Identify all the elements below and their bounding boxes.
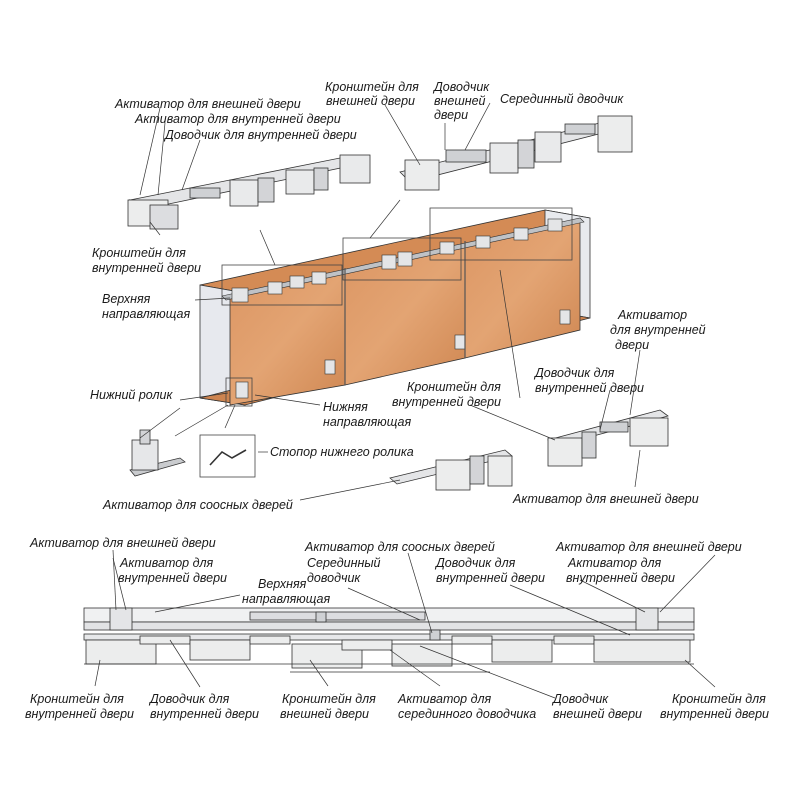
plan-label-bracket-inner-left-2: внутренней двери xyxy=(25,707,134,721)
label-middle-closer: Серединный дводчик xyxy=(500,92,624,106)
roller-stopper-detail xyxy=(199,434,256,478)
plan-label-activator-inner-right-2: внутренней двери xyxy=(566,571,675,585)
plan-label-top-rail-1: Верхняя xyxy=(258,577,307,591)
plan-label-closer-outer-1: Доводчик xyxy=(553,692,609,706)
coaxial-activator-assembly xyxy=(389,449,513,491)
top-right-assembly xyxy=(399,115,633,191)
plan-label-activator-middle-closer-1: Активатор для xyxy=(398,692,492,706)
label-closer-inner-door: Доводчик для внутренней двери xyxy=(165,128,357,142)
label-bracket-inner-door-left-2: внутренней двери xyxy=(92,261,201,275)
plan-label-activator-outer-left: Активатор для внешней двери xyxy=(30,536,216,550)
label-roller-stopper: Стопор нижнего ролика xyxy=(270,445,414,459)
plan-label-activator-coaxial: Активатор для соосных дверей xyxy=(305,540,495,554)
plan-label-bracket-inner-right-1: Кронштейн для xyxy=(672,692,766,706)
label-closer-outer-door-3: двери xyxy=(434,108,469,122)
label-bottom-rail-2: направляющая xyxy=(323,415,412,429)
right-middle-assembly xyxy=(547,409,669,467)
label-top-rail-1: Верхняя xyxy=(102,292,151,306)
label-closer-inner-right-2: внутренней двери xyxy=(535,381,644,395)
plan-label-middle-closer-2: доводчик xyxy=(307,571,361,585)
top-left-assembly xyxy=(127,154,371,230)
plan-label-bracket-outer-2: внешней двери xyxy=(280,707,370,721)
label-bracket-outer-door-1: Кронштейн для xyxy=(325,80,419,94)
label-activator-outer-door: Активатор для внешней двери xyxy=(115,97,301,111)
label-activator-outer-right: Активатор для внешней двери xyxy=(513,492,699,506)
plan-view xyxy=(83,607,695,673)
label-bottom-rail-1: Нижняя xyxy=(323,400,368,414)
bottom-roller-detail xyxy=(129,429,186,477)
label-closer-outer-door-1: Доводчик xyxy=(434,80,490,94)
plan-label-activator-middle-closer-2: серединного доводчика xyxy=(398,707,537,721)
plan-label-top-rail-2: направляющая xyxy=(242,592,331,606)
plan-label-activator-outer-right: Активатор для внешней двери xyxy=(556,540,742,554)
callout-boxes xyxy=(221,207,573,407)
label-closer-outer-door-2: внешней xyxy=(434,94,486,108)
label-top-rail-2: направляющая xyxy=(102,307,191,321)
plan-label-activator-inner-left-1: Активатор для xyxy=(120,556,214,570)
label-bottom-roller: Нижний ролик xyxy=(90,388,173,402)
leader-lines-plan xyxy=(94,549,716,699)
plan-label-bracket-inner-left-1: Кронштейн для xyxy=(30,692,124,706)
label-activator-coaxial: Активатор для соосных дверей xyxy=(103,498,293,512)
plan-label-activator-inner-right-1: Активатор для xyxy=(568,556,662,570)
leader-lines-upper xyxy=(139,102,641,501)
label-activator-inner-door: Активатор для внутренней двери xyxy=(135,112,341,126)
label-activator-inner-right-1: Активатор xyxy=(618,308,688,322)
label-bracket-inner-mid-2: внутренней двери xyxy=(392,395,501,409)
plan-label-closer-inner-left-1: Доводчик для xyxy=(150,692,230,706)
plan-label-activator-inner-left-2: внутренней двери xyxy=(118,571,227,585)
label-bracket-outer-door-2: внешней двери xyxy=(326,94,416,108)
plan-label-closer-inner-left-2: внутренней двери xyxy=(150,707,259,721)
wardrobe xyxy=(199,209,591,406)
plan-label-closer-inner-2: внутренней двери xyxy=(436,571,545,585)
plan-label-closer-outer-2: внешней двери xyxy=(553,707,643,721)
plan-label-closer-inner-1: Доводчик для xyxy=(436,556,516,570)
label-activator-inner-right-2: для внутренней xyxy=(610,323,706,337)
plan-label-bracket-inner-right-2: внутренней двери xyxy=(660,707,769,721)
plan-label-middle-closer-1: Серединный xyxy=(307,556,381,570)
label-bracket-inner-mid-1: Кронштейн для xyxy=(407,380,501,394)
label-closer-inner-right-1: Доводчик для xyxy=(535,366,615,380)
label-activator-inner-right-3: двери xyxy=(615,338,650,352)
label-bracket-inner-door-left-1: Кронштейн для xyxy=(92,246,186,260)
plan-label-bracket-outer-1: Кронштейн для xyxy=(282,692,376,706)
